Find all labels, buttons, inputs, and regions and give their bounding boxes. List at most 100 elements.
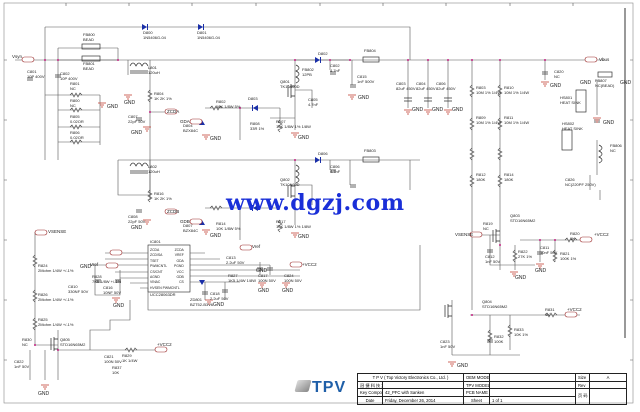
component-label: FB803	[364, 148, 376, 153]
page-label: 页 码	[576, 389, 590, 404]
net-vcc2-c: +VCC2	[157, 342, 172, 347]
pcb-name-value	[490, 389, 576, 397]
date-label: Date	[358, 397, 383, 404]
ic-ref: IC801	[150, 239, 161, 244]
pcb-name-label: PCB NAME	[464, 389, 490, 397]
net-gda: GDA	[180, 119, 190, 124]
company-cn: 冠 捷 科 技 集 团	[358, 382, 383, 389]
sheet-value: 1 of 1	[490, 397, 576, 404]
component-label: FB804	[364, 48, 376, 53]
gnd-label: GND	[580, 80, 592, 86]
net-vsense-2: VSENSE	[48, 229, 67, 234]
company-name: T P V ( Top Victory Electronics Co., Ltd…	[358, 374, 464, 382]
net-vbus: Vbus	[599, 57, 610, 62]
gnd-label: GND	[550, 83, 562, 89]
gnd-label: GND	[452, 107, 464, 113]
net-zcda: ZCDA	[167, 109, 180, 114]
net-vcc2-d: +VCC2	[302, 262, 317, 267]
net-vref-2: Vref	[252, 244, 261, 249]
gnd-label: GND	[131, 225, 143, 231]
gnd-label: GND	[535, 268, 547, 274]
gnd-label: GND	[620, 80, 632, 86]
gnd-label: GND	[298, 135, 310, 141]
gnd-label: GND	[210, 136, 222, 142]
blank-cell	[383, 382, 464, 389]
rev-value	[590, 382, 626, 389]
tpv-model-value	[490, 382, 576, 389]
rev-label: Rev	[576, 382, 590, 389]
gnd-label: GND	[80, 264, 92, 270]
net-vcc2-b: +VCC2	[567, 307, 582, 312]
gnd-label: GND	[282, 288, 294, 294]
gnd-label: GND	[603, 120, 615, 126]
gnd-label: GND	[432, 107, 444, 113]
size-value: A	[590, 374, 626, 382]
gnd-label: GND	[256, 268, 268, 274]
gnd-label: GND	[358, 95, 370, 101]
sheet-label: Sheet	[464, 397, 490, 404]
net-vsyn: Vsyn	[12, 54, 23, 59]
gnd-label: GND	[457, 363, 469, 369]
gnd-label: GND	[258, 288, 270, 294]
gnd-label: GND	[107, 104, 119, 110]
gnd-label: GND	[113, 303, 125, 309]
oem-model-value	[490, 374, 576, 382]
watermark: www.dgzj.com	[226, 190, 405, 216]
gnd-label: GND	[298, 234, 310, 240]
gnd-label: GND	[131, 130, 143, 136]
component-label: D803	[248, 96, 258, 101]
net-vsense: VSENSE	[455, 232, 474, 237]
net-zcdb: ZCDB	[167, 209, 180, 214]
tpv-model-label: TPV MODEL	[464, 382, 490, 389]
oem-model-label: OEM MODEL	[464, 374, 490, 382]
